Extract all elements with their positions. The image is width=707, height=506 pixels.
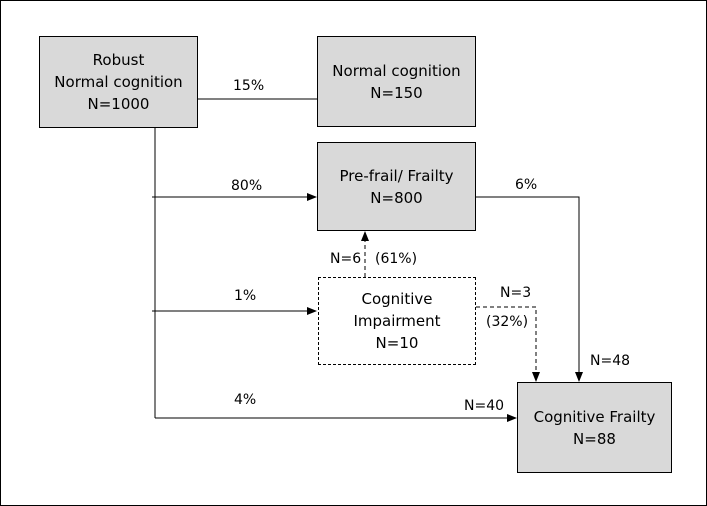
box-prefrail-frailty: Pre-frail/ Frailty N=800 (317, 142, 476, 231)
box-cf-line-2: N=88 (573, 429, 616, 448)
box-cf-line-1: Cognitive Frailty (533, 407, 656, 426)
arrow-prefrail-to-cf (476, 196, 583, 382)
box-robust-line-2: Normal cognition (54, 73, 183, 91)
box-robust: Robust Normal cognition N=1000 (39, 36, 198, 128)
label-to-prefrail-pct: 80% (231, 178, 263, 194)
box-normal-line-2: N=150 (370, 83, 423, 102)
label-prefrail-to-cf-n: N=48 (590, 353, 631, 369)
label-ci-to-prefrail-n: N=6 (330, 251, 362, 267)
box-prefrail-line-2: N=800 (370, 188, 423, 207)
box-robust-line-3: N=1000 (87, 95, 150, 113)
box-normal-line-1: Normal cognition (332, 61, 461, 80)
label-ci-to-cf-n: N=3 (500, 285, 532, 301)
arrow-ci-to-cf (476, 306, 540, 382)
box-cognitive-impairment: Cognitive Impairment N=10 (318, 277, 476, 365)
label-ci-to-cf-pct: (32%) (486, 314, 529, 330)
box-cognitive-frailty: Cognitive Frailty N=88 (517, 382, 672, 473)
label-to-normal-pct: 15% (233, 78, 265, 94)
label-to-cf-pct: 4% (234, 392, 257, 408)
label-to-ci-pct: 1% (234, 288, 257, 304)
box-prefrail-line-1: Pre-frail/ Frailty (339, 166, 454, 185)
box-ci-line-3: N=10 (375, 334, 419, 352)
box-normal-cognition: Normal cognition N=150 (317, 36, 476, 127)
box-ci-line-1: Cognitive (361, 290, 433, 308)
label-robust-to-cf-n: N=40 (464, 398, 505, 414)
label-prefrail-to-cf-pct: 6% (515, 177, 538, 193)
box-robust-line-1: Robust (92, 51, 145, 69)
box-ci-line-2: Impairment (353, 312, 441, 330)
label-ci-to-prefrail-pct: (61%) (375, 251, 418, 267)
